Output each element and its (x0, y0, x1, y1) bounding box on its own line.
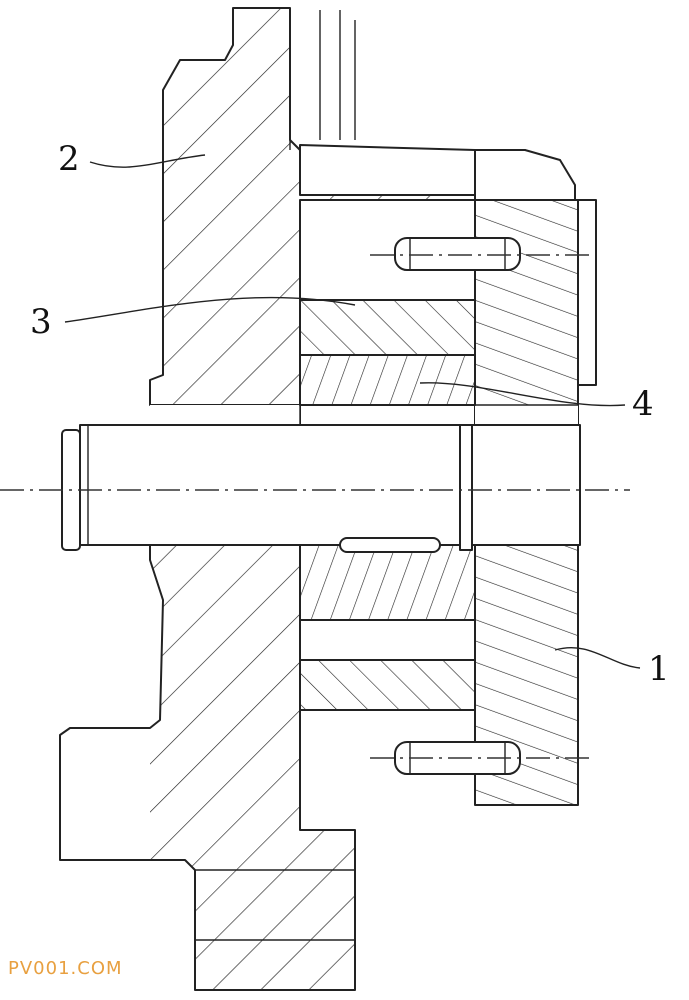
gear-lower (299, 544, 476, 711)
shaft (61, 424, 581, 553)
watermark: PV001.COM (8, 958, 123, 979)
label-part-3: 3 (30, 302, 52, 342)
label-part-1: 1 (648, 649, 670, 689)
label-part-2: 2 (58, 139, 80, 179)
label-part-4: 4 (632, 384, 654, 424)
top-cover (299, 10, 576, 201)
leader-lines (64, 154, 641, 669)
gear-upper (299, 299, 476, 406)
dowel-pins (394, 237, 521, 775)
center-lines (0, 254, 630, 759)
